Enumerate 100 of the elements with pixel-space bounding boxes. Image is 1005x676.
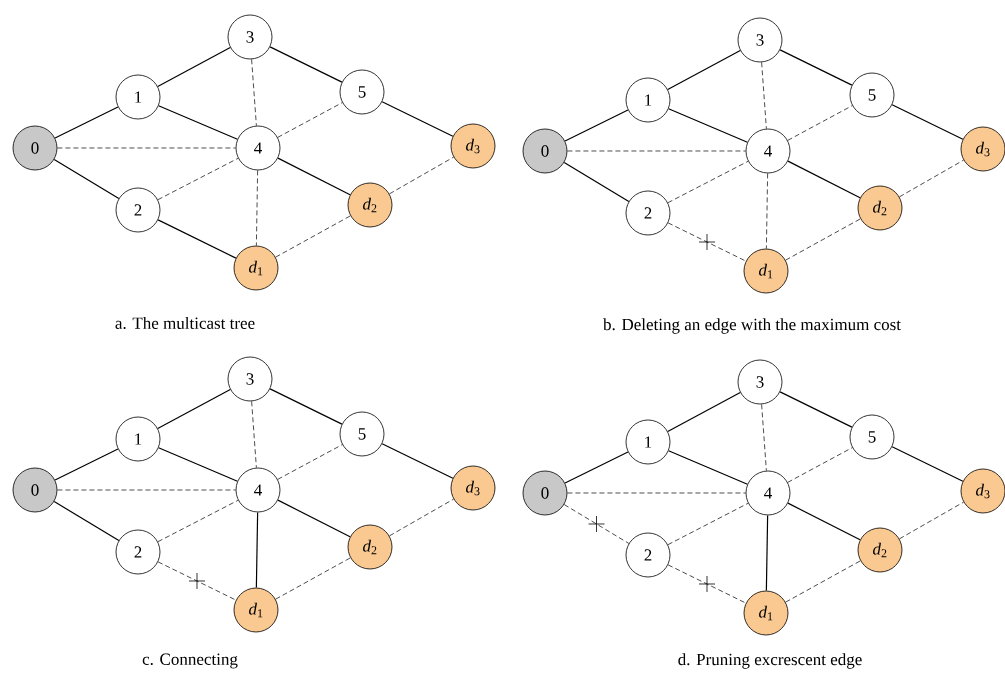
graph-node: 3 (227, 14, 273, 60)
graph-node: 5 (339, 69, 385, 115)
graph-edge (785, 560, 861, 603)
graph-edge (381, 101, 454, 137)
graph-edge (54, 106, 119, 139)
graph-node: 4 (235, 125, 281, 171)
graph-edge (389, 498, 454, 537)
graph-edge (766, 173, 768, 249)
graph-edge (158, 447, 238, 482)
graph-edge (277, 444, 343, 480)
graph-node: 1 (625, 419, 671, 465)
graph-edge (563, 504, 630, 544)
graph-edge (891, 104, 964, 140)
graph-node: 3 (227, 356, 273, 402)
graph-edge (667, 502, 749, 546)
graph-edge (667, 49, 741, 90)
graph-node: 1 (625, 77, 671, 123)
graph-edge (275, 215, 351, 258)
graph-node: 0 (12, 125, 58, 171)
graph-edge (251, 59, 257, 126)
graph-edge (157, 561, 237, 601)
graph-node: d$_{3}$ (960, 126, 1005, 172)
graph-edge (787, 105, 853, 141)
graph-node: 2 (115, 187, 161, 233)
graph-edge (667, 160, 749, 204)
graph-node: d$_{2}$ (857, 185, 903, 231)
graph-edge (157, 157, 239, 201)
graph-edge (779, 391, 853, 428)
graph-node: d$_{3}$ (450, 123, 496, 169)
graph-edge (54, 448, 119, 481)
graph-edge (761, 62, 767, 129)
graph-edge (787, 160, 861, 199)
graph-edge (251, 401, 257, 468)
panel-caption: d. Pruning excrescent edge (678, 653, 862, 669)
graph-edge (668, 108, 748, 143)
graph-node: d$_{1}$ (743, 248, 789, 294)
graph-node: 1 (115, 416, 161, 462)
graph-edge (256, 170, 258, 246)
graph-node: d$_{3}$ (450, 465, 496, 511)
graph-edge (269, 388, 343, 425)
graph-node: d$_{2}$ (347, 182, 393, 228)
graph-edge (277, 102, 343, 138)
graph-node: d$_{1}$ (233, 587, 279, 633)
graph-edge (53, 158, 120, 200)
graph-edge (899, 159, 964, 198)
graph-node: 4 (745, 128, 791, 174)
panel-caption: a. The multicast tree (115, 317, 255, 329)
graph-edge (667, 391, 741, 433)
graph-node: 0 (522, 470, 568, 516)
graph-edge (57, 489, 236, 491)
graph-edge (761, 404, 767, 471)
graph-edge (277, 157, 351, 196)
graph-node: d$_{1}$ (743, 590, 789, 636)
graph-node: 3 (737, 17, 783, 63)
graph-node: 5 (849, 72, 895, 118)
graph-edge (157, 219, 237, 259)
graph-edge (785, 218, 861, 261)
graph-edge (564, 451, 629, 484)
graph-edge (157, 46, 231, 87)
graph-node: 2 (115, 529, 161, 575)
graph-node: d$_{2}$ (347, 524, 393, 570)
graph-node: d$_{2}$ (857, 527, 903, 573)
graph-node: 0 (522, 128, 568, 174)
graph-edge (787, 447, 853, 483)
graph-edge (381, 443, 454, 479)
graph-node: 4 (235, 467, 281, 513)
graph-edge (779, 49, 853, 86)
graph-edge (765, 514, 769, 592)
graph-node: 0 (12, 467, 58, 513)
graph-edge (255, 511, 259, 589)
graph-edge (667, 222, 747, 262)
graph-edge (157, 499, 239, 543)
graph-node: 1 (115, 74, 161, 120)
graph-edge (53, 500, 120, 542)
panel-caption: b. Deleting an edge with the maximum cost (603, 318, 901, 334)
graph-node: 2 (625, 532, 671, 578)
graph-edge (667, 564, 747, 604)
graph-node: 2 (625, 190, 671, 236)
graph-node: d$_{3}$ (960, 468, 1005, 514)
graph-node: 4 (745, 470, 791, 516)
graph-edge (57, 147, 236, 149)
graph-edge (269, 46, 343, 83)
graph-edge (891, 446, 964, 482)
graph-node: 5 (339, 411, 385, 457)
graph-edge (567, 150, 746, 152)
graph-edge (157, 388, 231, 430)
graph-edge (158, 105, 238, 140)
graph-edge (275, 557, 351, 600)
graph-edge (668, 450, 748, 485)
graph-edge (564, 109, 629, 142)
graph-edge (787, 502, 861, 541)
graph-edge (567, 492, 746, 494)
graph-edge (389, 156, 454, 195)
graph-edge (563, 161, 630, 203)
graph-node: 3 (737, 359, 783, 405)
graph-node: d$_{1}$ (233, 245, 279, 291)
graph-edge (899, 501, 964, 540)
graph-node: 5 (849, 414, 895, 460)
panel-caption: c. Connecting (142, 653, 238, 669)
graph-edge (277, 499, 351, 538)
